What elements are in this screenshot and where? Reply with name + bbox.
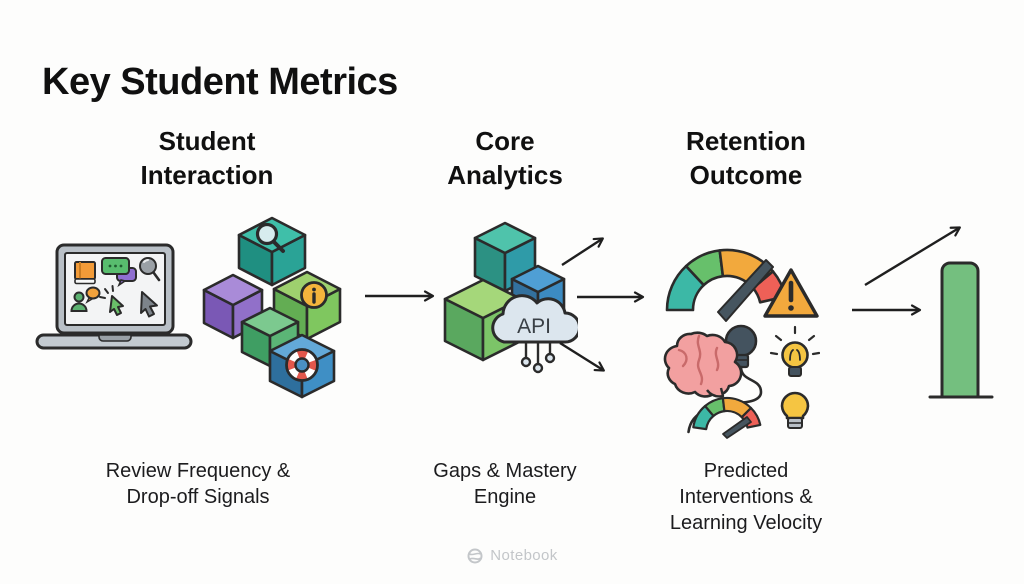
growth-bar-illustration — [852, 226, 994, 399]
caption-student-interaction: Review Frequency & Drop-off Signals — [58, 458, 338, 510]
analytics-cubes-icon: API — [443, 221, 578, 374]
header-line: Retention — [686, 126, 806, 156]
lifebuoy-cube-icon — [268, 333, 336, 399]
laptop-icon — [35, 243, 193, 350]
caption-line: Engine — [473, 486, 537, 508]
arrow-cursor-icon — [140, 291, 158, 318]
api-cloud-icon: API — [491, 294, 578, 344]
gauge-needle — [717, 259, 774, 322]
gauge-icon — [665, 248, 819, 322]
up-right-arrow-icon — [561, 237, 604, 267]
caption-retention-outcome: Predicted Interventions & Learning Veloc… — [606, 458, 886, 536]
brain-icon — [663, 331, 743, 398]
footer-brand: Notebook — [0, 547, 1024, 564]
magnifier-cube-icon — [237, 216, 307, 287]
cubes-cluster-icon — [202, 216, 342, 399]
caption-line: Gaps & Mastery — [433, 460, 577, 482]
page-title: Key Student Metrics — [42, 61, 398, 104]
header-line: Core — [475, 126, 535, 156]
fan-arrows-icon — [559, 237, 645, 372]
header-line: Analytics — [447, 160, 563, 190]
circuit-pins-icon — [520, 340, 556, 374]
book-icon — [74, 261, 96, 285]
bulb-icon — [780, 391, 810, 429]
caption-line: Interventions & — [679, 486, 813, 508]
caption-line: Drop-off Signals — [126, 486, 270, 508]
click-cursor-icon — [99, 285, 124, 316]
right-arrow-icon — [365, 290, 435, 302]
warning-triangle-icon — [763, 268, 819, 318]
caption-line: Predicted — [703, 460, 789, 482]
column-header-student-interaction: Student Interaction — [67, 124, 347, 192]
shining-bulb-icon — [769, 325, 820, 377]
magnifier-icon — [139, 257, 161, 282]
caption-line: Review Frequency & — [105, 460, 291, 482]
interventions-illustration — [663, 324, 820, 439]
down-right-arrow-icon — [559, 341, 605, 372]
header-line: Student — [158, 126, 256, 156]
small-gauge-icon — [692, 396, 762, 439]
notebook-logo-icon — [467, 548, 483, 563]
column-header-core-analytics: Core Analytics — [365, 124, 645, 192]
caption-core-analytics: Gaps & Mastery Engine — [365, 458, 645, 510]
chat-bubbles-icon — [101, 257, 137, 288]
bar-icon — [940, 261, 980, 399]
caption-line: Learning Velocity — [669, 512, 823, 534]
footer-brand-label: Notebook — [490, 547, 558, 564]
column-header-retention-outcome: Retention Outcome — [606, 124, 886, 192]
header-line: Interaction — [140, 160, 274, 190]
person-chat-icon — [70, 286, 101, 312]
api-cloud-label: API — [517, 315, 551, 338]
up-right-arrow-icon — [864, 226, 961, 287]
header-line: Outcome — [689, 160, 803, 190]
gauge-needle — [722, 416, 752, 439]
